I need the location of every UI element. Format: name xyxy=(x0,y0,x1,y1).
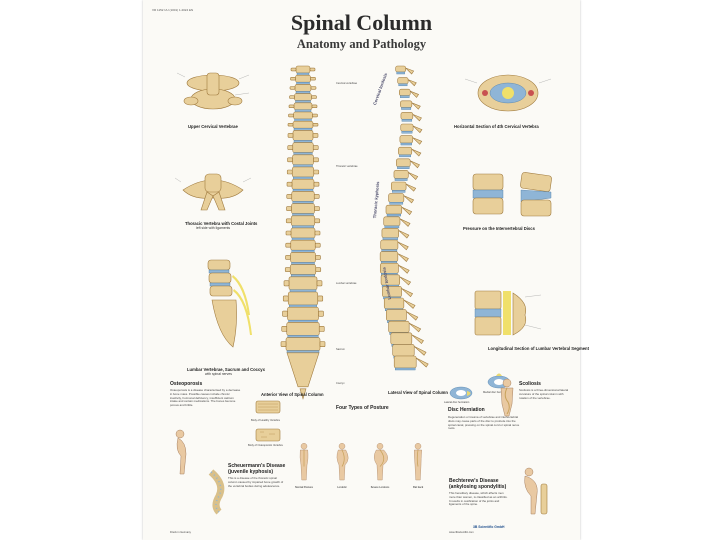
osteoporotic-figure xyxy=(175,429,187,475)
thoracic-costal-subcaption: left side with ligaments xyxy=(196,226,231,230)
posture-item: Severe Lordosis xyxy=(364,443,396,510)
anterior-view-caption: Anterior View of Spinal Column xyxy=(261,392,324,397)
pressure-discs-title: Pressure on the Intervertebral Discs xyxy=(463,226,535,231)
scoliosis-heading: Scoliosis xyxy=(519,381,541,387)
thoracic-costal-illustration xyxy=(174,173,252,211)
publisher-logo-text: 3B Scientific GmbH xyxy=(473,525,505,529)
medial-herniation-label: Medial disc herniation xyxy=(483,391,509,394)
bechterew-text: This hereditary disease, which affects m… xyxy=(449,491,508,507)
poster-title: Spinal Column xyxy=(290,10,433,35)
anterior-spine-illustration xyxy=(280,65,326,400)
posture-item: Flat back xyxy=(402,443,434,510)
postures-heading: Four Types of Posture xyxy=(336,405,389,411)
bechterew-heading2: (ankylosing spondylitis) xyxy=(449,484,507,490)
osteoporosis-text: Osteoporosis is a disease characterised … xyxy=(170,388,241,408)
kyphosis-spine-image xyxy=(208,469,225,515)
pressure-discs-illustration xyxy=(472,172,552,217)
scheuermann-text: This is a disease of the thoracic spinal… xyxy=(228,476,284,488)
posture-figure xyxy=(336,443,349,481)
osteoporotic-vertebra-image xyxy=(255,428,281,442)
posture-label: Flat back xyxy=(412,486,424,489)
horizontal-section-illustration xyxy=(464,74,552,112)
longitudinal-section-illustration xyxy=(474,290,542,336)
posture-figure xyxy=(374,443,388,481)
posture-item: Normal Posture xyxy=(288,443,320,510)
horizontal-section-caption: Horizontal Section of 4th Cervical Verte… xyxy=(454,124,539,129)
lateral-view-caption: Lateral View of Spinal Column xyxy=(388,390,448,395)
poster-code: VR 1152 UU (1001) 1.2024 EN xyxy=(152,8,194,12)
bechterew-heading: Bechterew's Disease xyxy=(449,478,499,484)
lateral-herniation-label: Lateral disc herniation xyxy=(444,401,470,404)
upper-cervical-caption: Upper Cervical Vertebrae xyxy=(188,124,238,129)
region-label-lumbar: Lumbar vertebrae xyxy=(336,282,357,285)
publisher-url: www.3bscientific.com xyxy=(449,531,474,534)
poster-subtitle: Anatomy and Pathology xyxy=(296,37,427,51)
posture-label: Lordotic xyxy=(337,486,347,489)
scoliosis-text: Scoliosis is a three-dimensional lateral… xyxy=(519,388,569,400)
thoracic-costal-caption: Thoracic Vertebra with Costal Joints xyxy=(185,221,258,226)
postures-row: Normal Posture Lordotic Severe Lordosis Fla… xyxy=(288,443,438,510)
lumbar-sacrum-caption: Lumbar Vertebrae, Sacrum and Coccyx xyxy=(187,367,265,372)
print-credit: Druck in Germany xyxy=(170,531,191,534)
osteoporotic-vertebra-label: Body of Osteoporotic Vertebra xyxy=(248,444,283,447)
lateral-herniation-image xyxy=(449,386,473,400)
bechterew-figure xyxy=(524,467,548,515)
posture-item: Lordotic xyxy=(326,443,358,510)
upper-cervical-illustration xyxy=(176,72,250,110)
scheuermann-heading: Scheuermann's Disease xyxy=(228,463,286,469)
region-label-thoracic: Thoracic vertebrae xyxy=(336,165,358,168)
lumbar-sacrum-subcaption: with spinal nerves xyxy=(205,372,232,376)
region-label-cervical: Cervical vertebrae xyxy=(336,82,358,85)
osteoporosis-heading: Osteoporosis xyxy=(170,381,203,387)
posture-label: Normal Posture xyxy=(295,486,313,489)
healthy-vertebra-image xyxy=(255,400,281,414)
lateral-spine-illustration xyxy=(379,65,429,371)
posture-figure xyxy=(299,443,309,481)
healthy-vertebra-label: Body of Healthy Vertebra xyxy=(251,419,280,422)
scheuermann-heading2: (juvenile kyphosis) xyxy=(228,469,274,475)
posture-label: Severe Lordosis xyxy=(370,486,390,489)
disc-herniation-text: Degeneration or trauma of vertebrae and … xyxy=(448,415,520,431)
anatomy-poster: VR 1152 UU (1001) 1.2024 EN Spinal Colum… xyxy=(143,0,589,540)
region-label-coccyx: Coccyx xyxy=(336,382,345,385)
disc-herniation-heading: Disc Herniation xyxy=(448,407,485,413)
scoliosis-figure xyxy=(500,378,514,417)
region-label-sacrum: Sacrum xyxy=(336,348,345,351)
lumbar-sacrum-illustration xyxy=(207,259,252,348)
longitudinal-section-title1: Longitudinal Section of Lumbar Vertebral… xyxy=(488,346,589,351)
posture-figure xyxy=(414,443,422,481)
